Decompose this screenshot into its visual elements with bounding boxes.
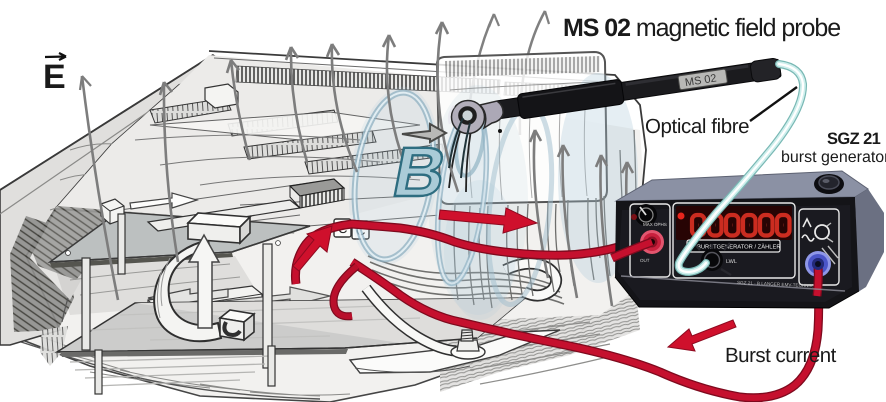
svg-text:BURSTGENERATOR / ZÄHLER: BURSTGENERATOR / ZÄHLER: [697, 244, 781, 251]
svg-text:MS 02 magnetic field probe: MS 02 magnetic field probe: [563, 14, 840, 42]
svg-text:Burst current: Burst current: [725, 344, 837, 367]
svg-text:OUT: OUT: [640, 258, 650, 263]
svg-text:LWL: LWL: [726, 259, 737, 265]
svg-text:MAX OPHS: MAX OPHS: [643, 222, 667, 227]
svg-text:E: E: [43, 58, 66, 96]
svg-text:MS 02: MS 02: [684, 73, 717, 90]
svg-text:burst generator: burst generator: [781, 149, 886, 166]
svg-text:Optical fibre: Optical fibre: [645, 115, 749, 138]
svg-text:SGZ 21 · B LANGER EMV-TECHNIK: SGZ 21 · B LANGER EMV-TECHNIK: [737, 280, 814, 288]
svg-text:SGZ 21: SGZ 21: [827, 130, 881, 148]
